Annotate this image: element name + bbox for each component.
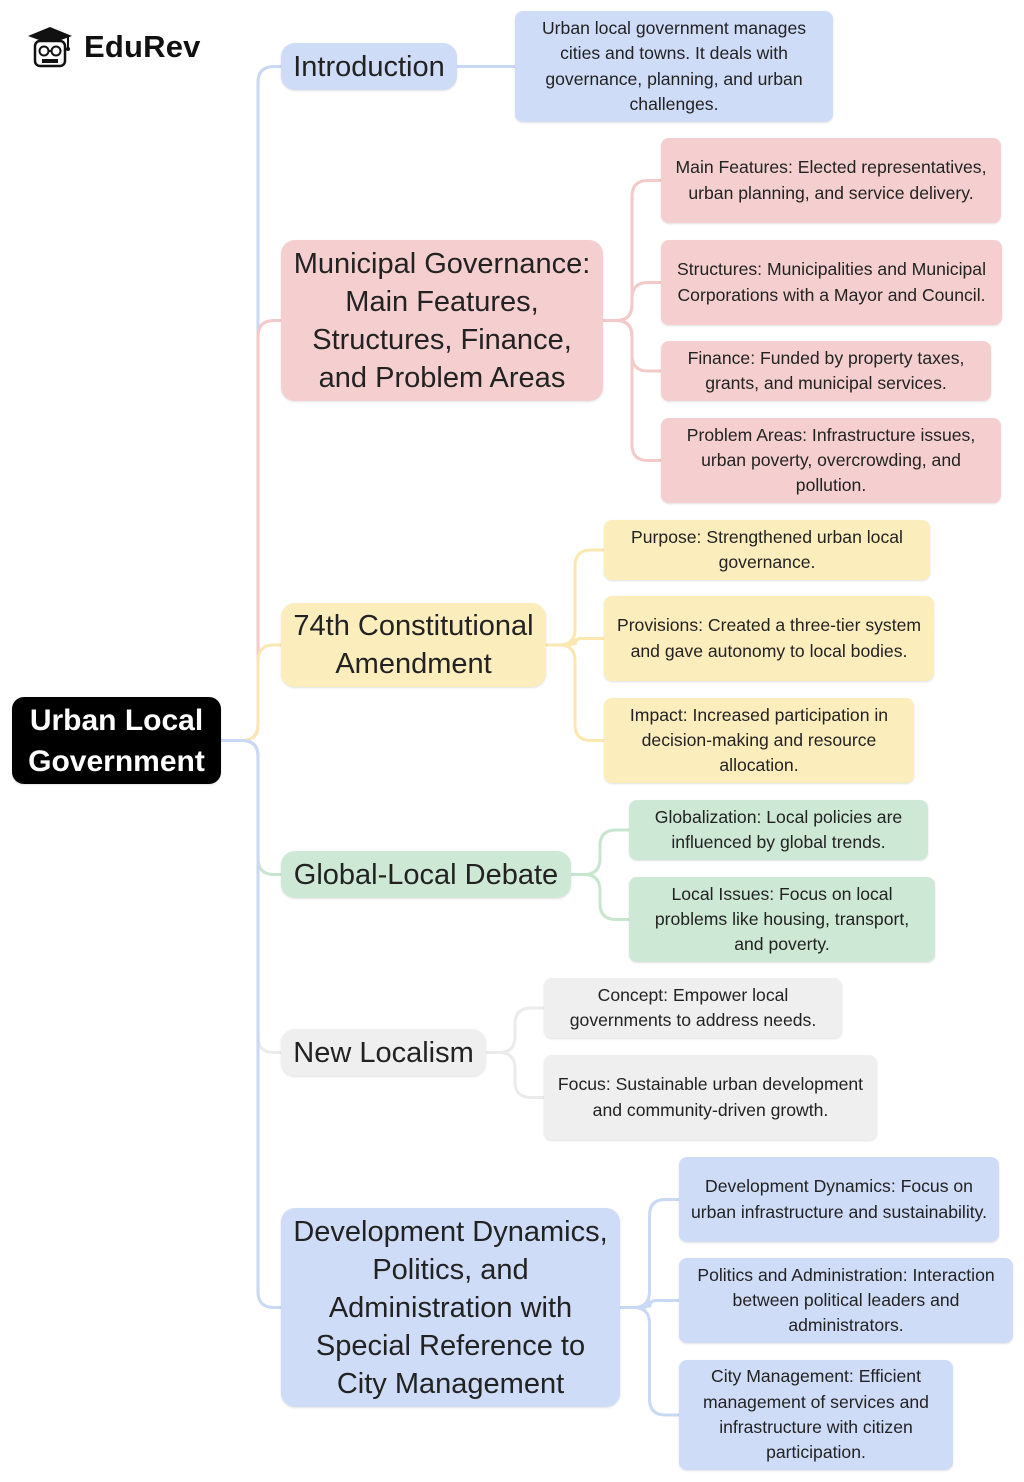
leaf-text: Finance: Funded by property taxes, grant… bbox=[687, 347, 965, 393]
branch-to-leaf-connector bbox=[618, 1299, 681, 1309]
branch-global-local-debate: Global-Local Debate bbox=[281, 851, 571, 898]
leaf-local-issues: Local Issues: Focus on local problems li… bbox=[629, 877, 935, 962]
leaf-city-management: City Management: Efficient management of… bbox=[679, 1360, 953, 1470]
leaf-text: Problem Areas: Infrastructure issues, ur… bbox=[686, 424, 976, 496]
leaf-main-features: Main Features: Elected representatives, … bbox=[661, 138, 1001, 223]
leaf-text: Concept: Empower local governments to ad… bbox=[569, 984, 817, 1030]
leaf-impact: Impact: Increased participation in decis… bbox=[604, 698, 914, 783]
branch-label: 74th Constitutional Amendment bbox=[293, 610, 534, 680]
branch-to-leaf-connector bbox=[618, 1306, 681, 1417]
leaf-text: Main Features: Elected representatives, … bbox=[675, 157, 987, 203]
branch-label: Municipal Governance: Main Features, Str… bbox=[293, 247, 591, 394]
leaf-text: Globalization: Local policies are influe… bbox=[654, 806, 903, 852]
branch-introduction: Introduction bbox=[281, 43, 457, 90]
leaf-structures: Structures: Municipalities and Municipal… bbox=[661, 240, 1002, 325]
leaf-focus: Focus: Sustainable urban development and… bbox=[544, 1055, 877, 1140]
branch-to-leaf-connector bbox=[544, 548, 606, 647]
leaf-text: Local Issues: Focus on local problems li… bbox=[654, 883, 910, 955]
branch-to-leaf-connector bbox=[484, 1006, 546, 1054]
leaf-text: City Management: Efficient management of… bbox=[703, 1366, 929, 1463]
leaf-text: Structures: Municipalities and Municipal… bbox=[676, 259, 986, 305]
leaf-globalization: Globalization: Local policies are influe… bbox=[629, 800, 928, 860]
leaf-politics-administration: Politics and Administration: Interaction… bbox=[679, 1258, 1013, 1343]
branch-to-leaf-connector bbox=[569, 873, 631, 921]
branch-to-leaf-connector bbox=[601, 281, 663, 322]
branch-to-leaf-connector bbox=[484, 1051, 546, 1099]
root-to-branch-connector bbox=[219, 739, 283, 876]
branch-label: New Localism bbox=[293, 1036, 474, 1069]
branch-to-leaf-connector bbox=[618, 1198, 681, 1309]
branch-label: Development Dynamics, Politics, and Admi… bbox=[293, 1215, 608, 1400]
leaf-purpose: Purpose: Strengthened urban local govern… bbox=[604, 520, 930, 580]
root-to-branch-connector bbox=[219, 319, 283, 742]
leaf-finance: Finance: Funded by property taxes, grant… bbox=[661, 341, 991, 401]
branch-to-leaf-connector bbox=[544, 643, 606, 742]
leaf-development-dynamics: Development Dynamics: Focus on urban inf… bbox=[679, 1157, 999, 1242]
branch-new-localism: New Localism bbox=[281, 1029, 486, 1076]
leaf-text: Politics and Administration: Interaction… bbox=[697, 1264, 995, 1336]
branch-to-leaf-connector bbox=[601, 319, 663, 462]
branch-development-dynamics: Development Dynamics, Politics, and Admi… bbox=[281, 1208, 620, 1407]
branch-label: Introduction bbox=[293, 50, 445, 83]
leaf-text: Purpose: Strengthened urban local govern… bbox=[631, 526, 903, 572]
leaf-introduction: Urban local government manages cities an… bbox=[515, 11, 833, 122]
graduate-mascot-icon bbox=[28, 27, 72, 68]
root-to-branch-connector bbox=[219, 643, 283, 742]
root-to-branch-connector bbox=[219, 65, 283, 742]
leaf-text: Provisions: Created a three-tier system … bbox=[616, 615, 922, 661]
leaf-concept: Concept: Empower local governments to ad… bbox=[544, 978, 842, 1038]
leaf-problem-areas: Problem Areas: Infrastructure issues, ur… bbox=[661, 418, 1001, 503]
branch-municipal-governance: Municipal Governance: Main Features, Str… bbox=[281, 240, 603, 401]
leaf-text: Focus: Sustainable urban development and… bbox=[557, 1074, 864, 1120]
leaf-text: Development Dynamics: Focus on urban inf… bbox=[691, 1176, 987, 1222]
leaf-text: Impact: Increased participation in decis… bbox=[629, 704, 889, 776]
leaf-text: Urban local government manages cities an… bbox=[541, 17, 807, 114]
leaf-provisions: Provisions: Created a three-tier system … bbox=[604, 596, 934, 681]
branch-to-leaf-connector bbox=[569, 828, 631, 876]
root-to-branch-connector bbox=[219, 739, 283, 1309]
branch-74th-amendment: 74th Constitutional Amendment bbox=[281, 603, 546, 687]
root-node: Urban Local Government bbox=[12, 697, 221, 784]
branch-label: Global-Local Debate bbox=[293, 858, 559, 891]
root-to-branch-connector bbox=[219, 739, 283, 1054]
brand-name: EduRev bbox=[84, 29, 201, 64]
branch-to-leaf-connector bbox=[544, 637, 606, 647]
root-label: Urban Local Government bbox=[28, 703, 205, 778]
edurev-logo: EduRev bbox=[24, 24, 201, 70]
